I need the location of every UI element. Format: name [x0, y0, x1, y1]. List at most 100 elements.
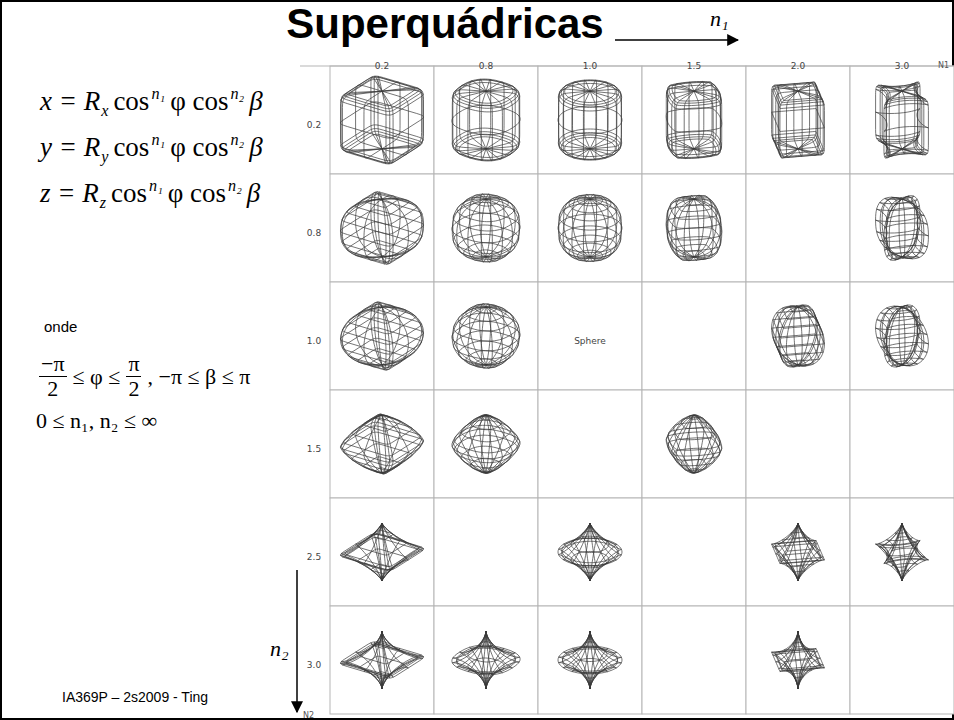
wire-line: [382, 196, 400, 257]
wire-line: [382, 415, 400, 473]
wire-line: [452, 307, 486, 365]
row-value: 1.5: [307, 444, 321, 454]
equation-part: φ cos: [168, 178, 226, 209]
wire-line: [563, 523, 590, 581]
wire-line: [559, 523, 590, 581]
wire-line: [468, 307, 486, 367]
column-value: 2.0: [791, 61, 805, 71]
wire-line: [902, 307, 918, 365]
wire-line: [382, 523, 393, 581]
wire-line: [460, 306, 486, 365]
wire-line: [694, 82, 712, 149]
wire-line: [341, 91, 382, 150]
equation-part: n₁: [151, 85, 165, 104]
grid-cell: [850, 498, 954, 606]
wire-line: [374, 302, 382, 365]
label-wrap: 1.0: [583, 55, 597, 73]
wire-line: [382, 307, 386, 370]
range-part: ≤ φ ≤: [73, 364, 121, 390]
wire-line: [694, 415, 722, 473]
wire-line: [876, 197, 902, 257]
column-value: 1.5: [687, 61, 701, 71]
superquadric-shape: [340, 523, 423, 581]
label-wrap: 2.0: [791, 55, 805, 73]
label-wrap: onde: [44, 318, 77, 336]
wire-line: [452, 105, 520, 135]
wire-line: [902, 90, 918, 148]
wire-line: [558, 106, 622, 134]
wire-line: [674, 448, 714, 466]
wire-line: [798, 90, 820, 149]
superquadric-shape: [772, 523, 825, 581]
wire-line: [374, 523, 382, 581]
wire-line: [694, 415, 720, 473]
equation-part: cos: [113, 86, 149, 117]
superquadric-shape: [340, 192, 423, 264]
wire-line: [876, 306, 902, 365]
grid-cell: [434, 66, 538, 174]
equation-line: z = Rzcosn₁φ cosn₂β: [40, 178, 264, 209]
wire-line: [341, 199, 382, 257]
grid-cell: [330, 606, 434, 714]
wire-line: [460, 415, 486, 473]
wire-line: [777, 310, 820, 329]
grid-cell: [850, 606, 954, 714]
label-wrap: 0.8: [307, 222, 321, 240]
superquadric-shape: [340, 414, 423, 474]
grid-cell: [746, 66, 850, 174]
wire-line: [341, 631, 382, 689]
wire-line: [794, 631, 798, 689]
grid-cell: [434, 390, 538, 498]
fraction: π2: [126, 352, 141, 401]
wire-line: [882, 198, 902, 257]
grid-cell: [850, 282, 954, 390]
equation-part: φ cos: [170, 132, 228, 163]
wire-line: [902, 307, 924, 365]
wire-line: [454, 331, 519, 359]
wire-line: [470, 415, 486, 473]
wire-line: [798, 631, 824, 689]
wire-line: [382, 415, 423, 473]
wire-line: [358, 302, 407, 323]
wire-line: [798, 91, 823, 152]
grid-cell: [746, 390, 850, 498]
wire-line: [358, 549, 407, 570]
superquadric-shape: [558, 80, 622, 160]
wire-line: [899, 523, 902, 581]
wire-line: [486, 304, 491, 365]
wire-line: [460, 631, 486, 689]
wire-line: [559, 203, 620, 230]
equation-part: n₂: [230, 85, 244, 104]
wire-line: [798, 307, 823, 365]
wire-line: [340, 631, 382, 689]
corner-mark: N2: [303, 711, 314, 720]
row-value: 2.5: [307, 552, 321, 562]
wire-line: [573, 196, 590, 257]
wire-line: [486, 306, 515, 364]
wire-line: [899, 198, 902, 257]
wire-line: [694, 199, 699, 260]
slide-title: Superquádricas: [286, 0, 603, 47]
wire-line: [470, 305, 486, 365]
wire-line: [902, 307, 905, 365]
wire-line: [382, 523, 424, 581]
equation-part: β: [247, 178, 260, 209]
title-wrap: Superquádricas: [286, 0, 603, 48]
label-wrap: 1.5: [307, 438, 321, 456]
axis-label: n₂: [270, 636, 289, 661]
wire-line: [798, 307, 820, 365]
wire-line: [694, 195, 704, 257]
equation-part: y = R: [40, 132, 100, 163]
wire-line: [453, 415, 486, 473]
wire-line: [876, 523, 902, 581]
axis-arrow: [615, 39, 738, 41]
wire-line: [340, 318, 423, 354]
fraction-part: 2: [47, 377, 58, 401]
grid-cell: [642, 66, 746, 174]
wire-line: [876, 109, 929, 132]
grid-cell: [434, 282, 538, 390]
grid-cell: [538, 498, 642, 606]
wire-line: [772, 109, 825, 132]
label-wrap: 3.0: [307, 654, 321, 672]
wire-line: [798, 523, 823, 581]
